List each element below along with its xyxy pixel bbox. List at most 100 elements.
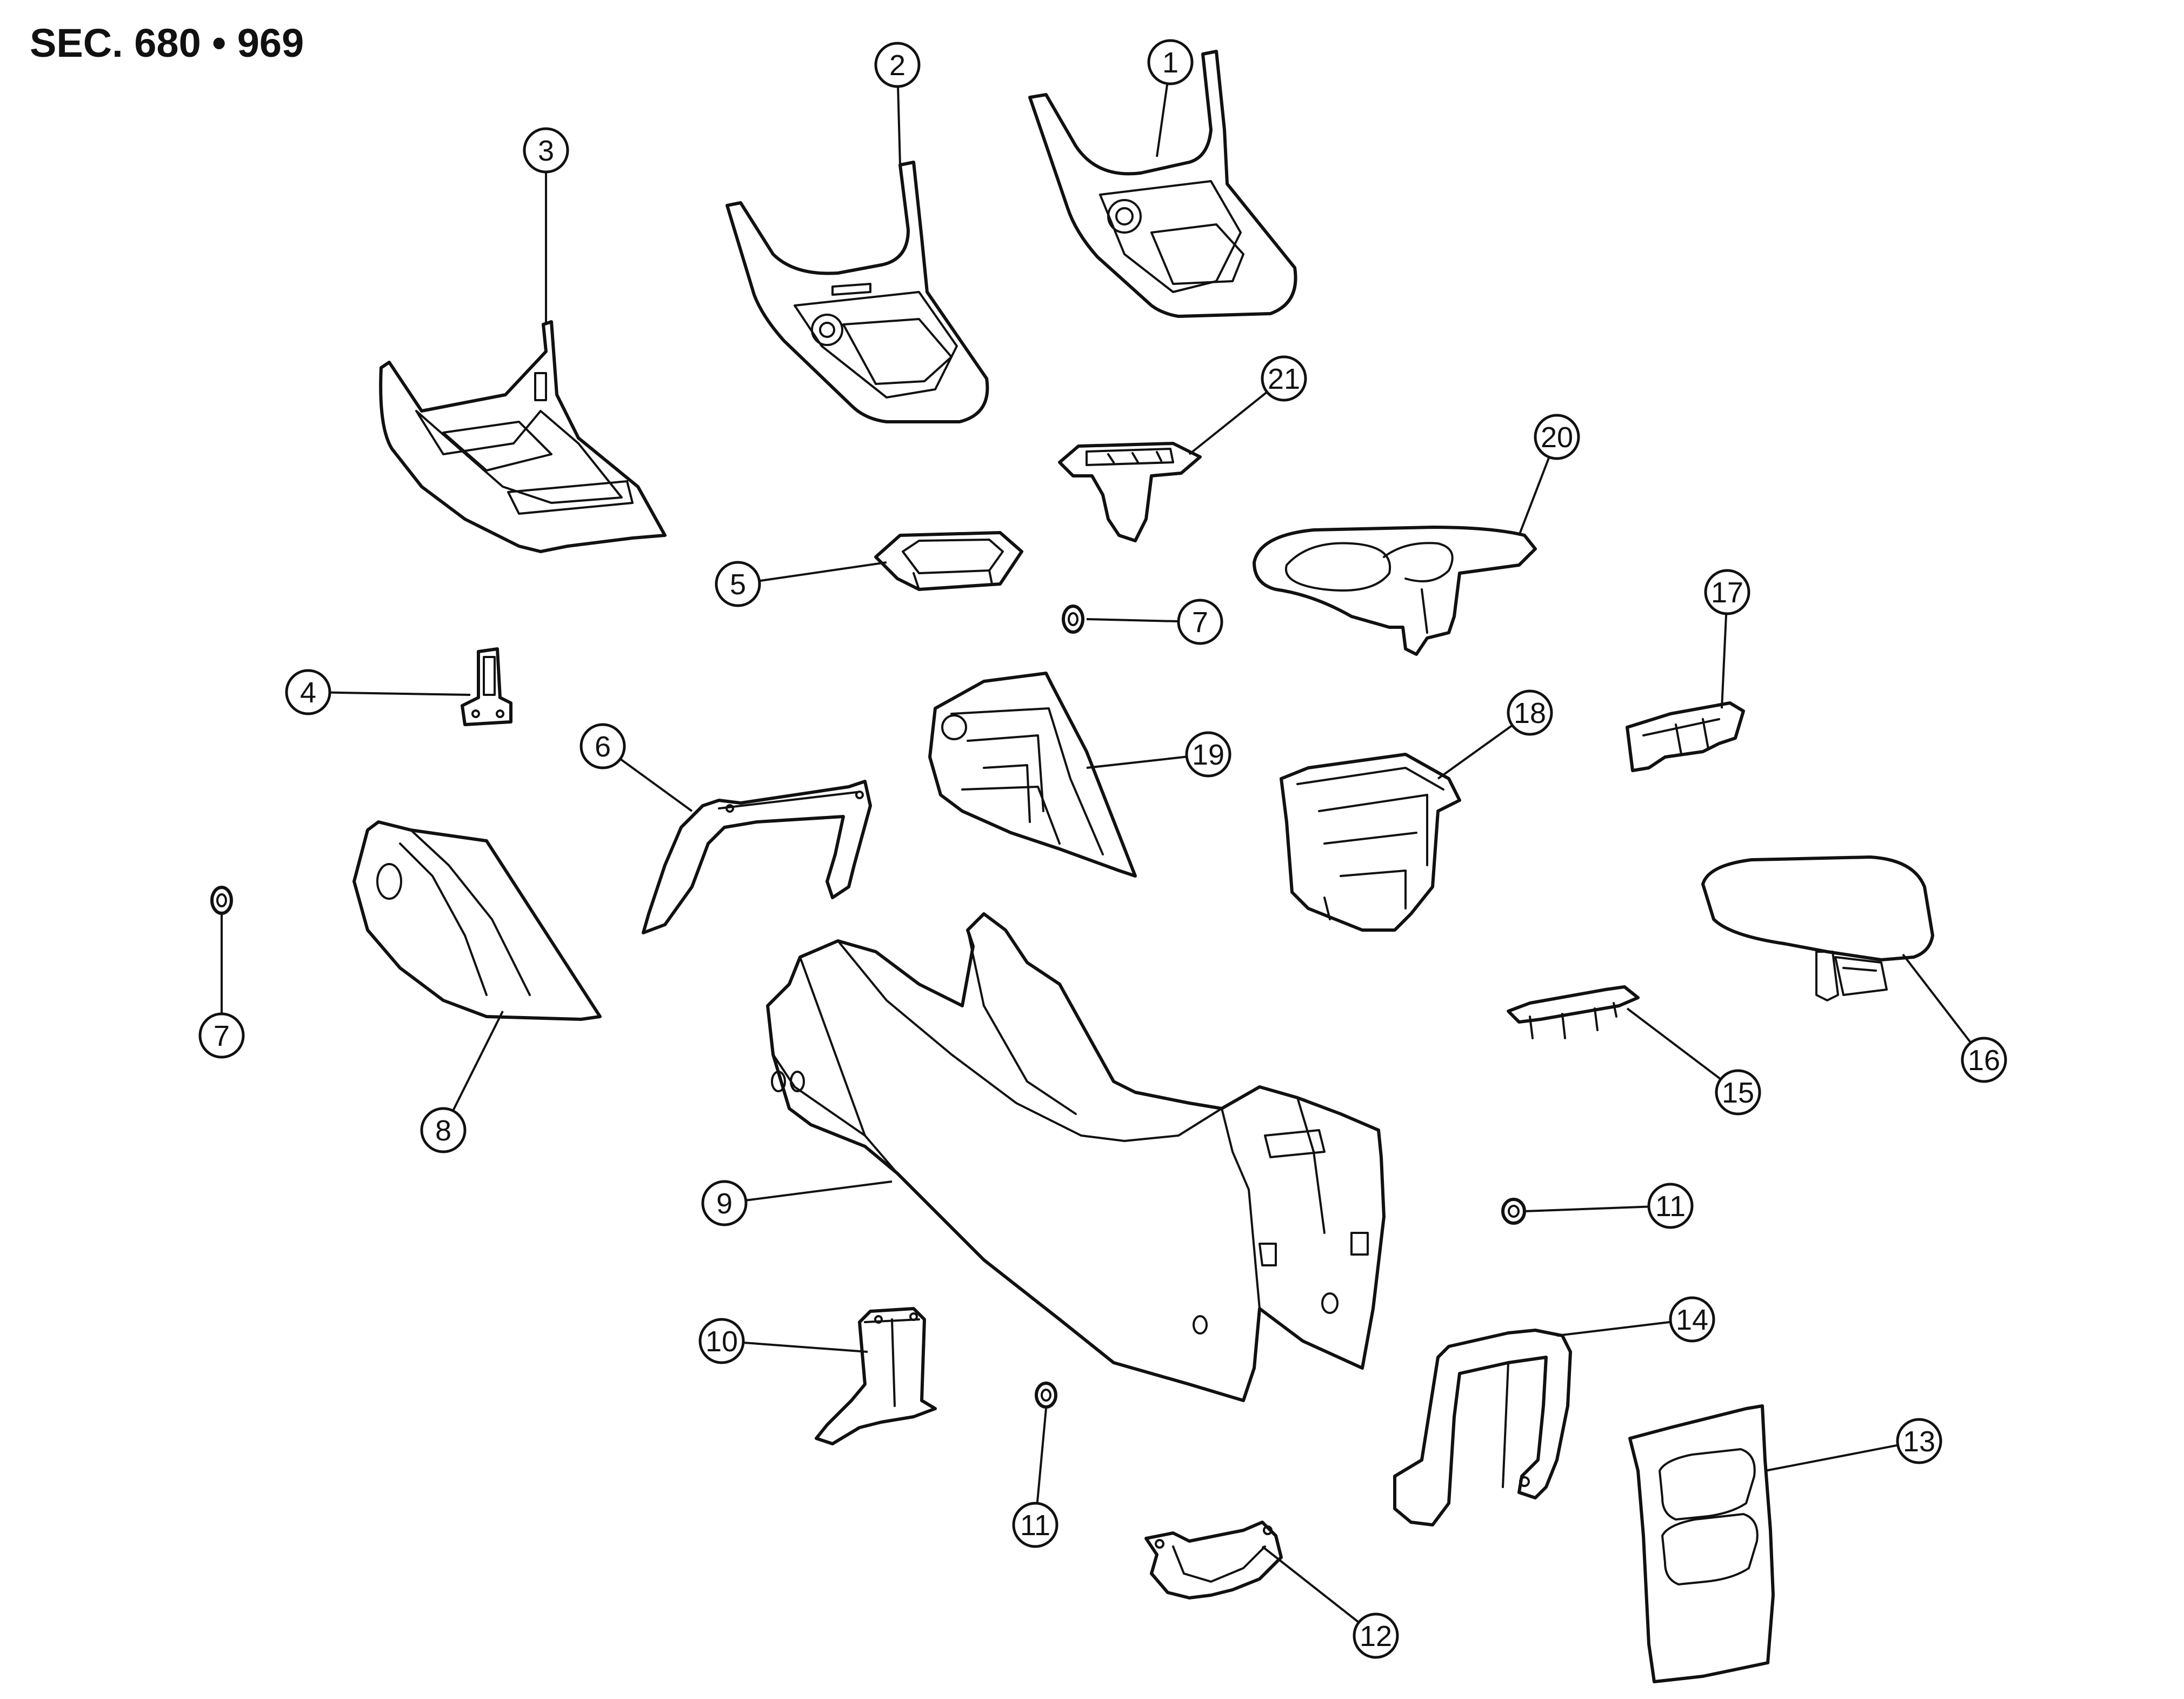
callout-circle [1507,689,1553,736]
leader-line-hinge [1626,1007,1722,1080]
callout-circle [1185,731,1231,778]
part-bracket-bottom [1144,1521,1283,1600]
part-side-finisher-left [352,820,602,1021]
callout-cup-holder: 20 [1534,414,1580,460]
leader-line-bracket-right [1721,613,1728,709]
part-stay-rear [1393,1329,1572,1527]
part-finisher-b [725,161,989,423]
callout-number: 5 [730,568,746,601]
callout-number: 9 [716,1187,733,1220]
leader-line-bracket-small [329,691,471,696]
callout-side-finisher-front: 19 [1185,731,1231,778]
leader-line-cup-holder [1518,456,1550,536]
callout-circle [1534,414,1580,460]
part-clip-right [1501,1198,1526,1225]
callout-console-box-inner: 18 [1507,689,1553,736]
callout-number: 2 [889,49,905,82]
leader-line-clip-right [1524,1205,1649,1212]
callout-circle [1353,1612,1399,1659]
callout-number: 3 [538,135,554,167]
callout-number: 7 [1192,606,1208,639]
callout-lid: 16 [1961,1037,2007,1083]
part-console-body [766,912,1386,1402]
callout-number: 18 [1514,697,1546,729]
callout-finisher-a: 1 [1147,39,1194,85]
leader-line-finisher-b [897,86,901,165]
part-bracket-small [461,647,512,726]
callout-number: 16 [1968,1044,2000,1077]
callout-stay-rear: 14 [1669,1296,1715,1343]
callout-hinge: 15 [1715,1069,1761,1116]
leader-line-bracket-lower [743,1341,868,1353]
part-stay [642,780,872,934]
callout-bracket-bottom: 12 [1353,1612,1399,1659]
callout-circle [1177,599,1223,645]
callout-clip-right: 11 [1647,1183,1694,1229]
callout-circle [1647,1183,1694,1229]
leader-line-console-body [745,1180,893,1202]
leader-line-stay-rear [1556,1320,1671,1337]
callout-circle [580,723,626,769]
callout-bracket-lower: 10 [698,1318,745,1364]
callout-circle [701,1180,748,1226]
callout-circle [1147,39,1194,85]
callout-number: 7 [214,1020,230,1052]
callout-number: 14 [1676,1304,1708,1336]
callout-number: 10 [705,1325,738,1358]
callout-number: 17 [1711,576,1743,609]
part-cup-holder [1253,526,1537,656]
section-title: SEC. 680 • 969 [30,21,304,65]
part-clip-lower [1035,1382,1057,1409]
callout-circle [1715,1069,1761,1116]
part-bracket-right [1626,701,1745,772]
part-tray [874,531,1023,591]
part-rear-finisher [1628,1404,1775,1683]
callout-clip-left: 7 [198,1012,245,1059]
part-console-box-inner [1280,753,1461,932]
callout-number: 20 [1541,421,1573,454]
callout-circle [874,42,921,88]
callout-stay: 6 [580,723,626,769]
part-clip [1062,605,1084,634]
callout-clip: 7 [1177,599,1223,645]
leader-line-console-box-inner [1437,724,1513,780]
callout-number: 11 [1655,1190,1686,1223]
callout-bracket-small: 4 [285,669,331,715]
part-hinge [1507,985,1640,1039]
leader-line-switch [1188,391,1268,455]
callout-circle [1896,1418,1942,1464]
callout-circle [1261,355,1307,402]
part-lid [1701,855,1934,1001]
leader-line-clip [1086,618,1179,623]
callout-circle [198,1012,245,1059]
callout-circle [420,1107,467,1153]
callout-circle [1012,1502,1058,1548]
callout-circle [715,561,761,607]
callout-number: 6 [595,731,611,763]
leader-line-side-finisher-front [1086,755,1187,769]
leader-line-side-finisher-left [452,1011,504,1112]
callout-circle [1961,1037,2007,1083]
callout-rear-finisher: 13 [1896,1418,1942,1464]
callout-tray: 5 [715,561,761,607]
callout-number: 4 [300,676,316,709]
callout-bracket-right: 17 [1704,569,1750,615]
callout-switch: 21 [1261,355,1307,402]
part-finisher-bracket [379,320,667,553]
callout-finisher-b: 2 [874,42,921,88]
callout-console-body: 9 [701,1180,748,1226]
leader-line-rear-finisher [1764,1444,1899,1472]
leader-line-bracket-bottom [1261,1545,1360,1623]
leader-line-tray [759,561,887,582]
callout-number: 8 [435,1114,451,1147]
part-side-finisher-front [928,672,1137,878]
part-finisher-a [1028,50,1297,318]
leader-line-stay [620,758,693,812]
callout-number: 1 [1162,47,1178,79]
leader-line-clip-lower [1036,1408,1047,1504]
part-bracket-lower [815,1307,937,1445]
leader-line-finisher-a [1156,83,1169,157]
callout-side-finisher-left: 8 [420,1107,467,1153]
